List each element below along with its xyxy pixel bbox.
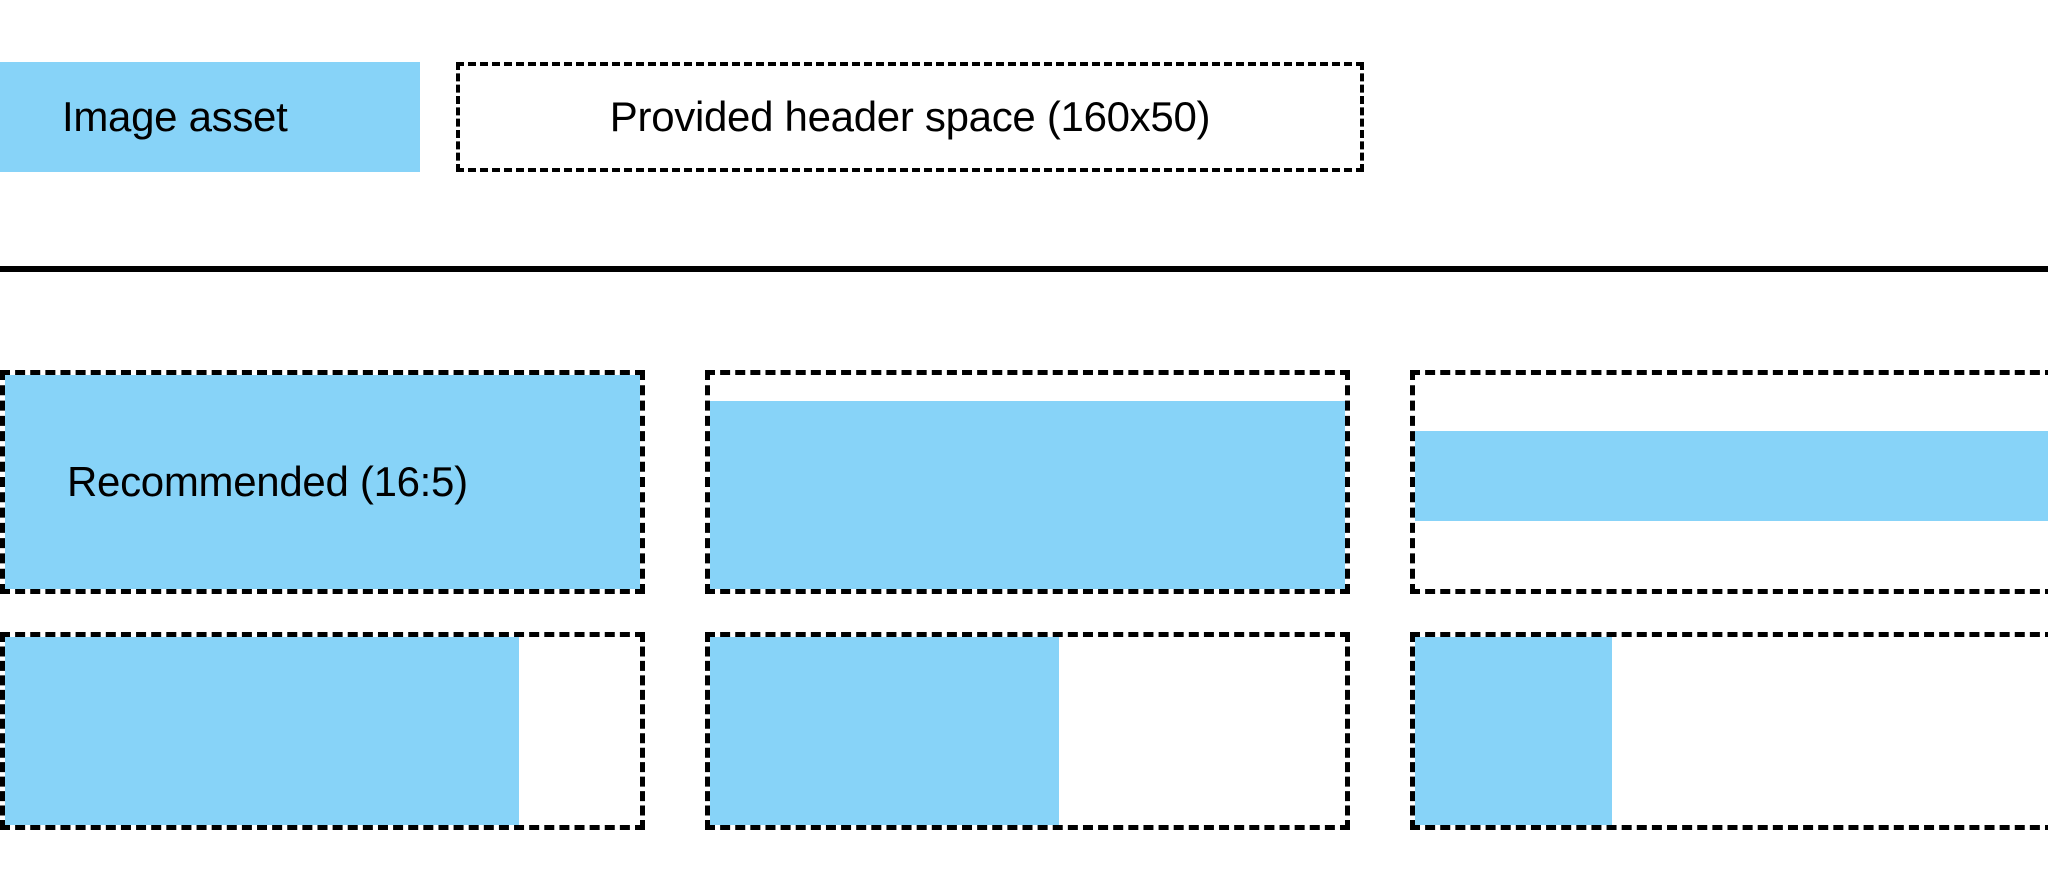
example-frame-row2-col3: [1410, 632, 2048, 830]
example-frame-row1-col1: Recommended (16:5): [0, 370, 645, 594]
example-frame-row2-col2: [705, 632, 1350, 830]
example-caption-recommended: Recommended (16:5): [67, 458, 468, 505]
image-asset-fill: [1415, 430, 2048, 521]
example-frame-row1-col2: [705, 370, 1350, 594]
legend-image-asset-label: Image asset: [62, 93, 288, 140]
example-frame-row2-col1: [0, 632, 645, 830]
image-asset-fill: [5, 637, 520, 825]
legend-provided-header-space-label: Provided header space (160x50): [609, 93, 1211, 140]
image-asset-fill: [710, 400, 1345, 589]
image-asset-fill: [5, 375, 640, 589]
example-frame-row1-col3: [1410, 370, 2048, 594]
image-asset-fill: [1415, 637, 1612, 825]
legend-image-asset-swatch: Image asset: [0, 62, 420, 172]
image-asset-fill: [710, 637, 1060, 825]
legend-provided-header-space-box: Provided header space (160x50): [456, 62, 1364, 172]
horizontal-rule-icon: [0, 266, 2048, 272]
